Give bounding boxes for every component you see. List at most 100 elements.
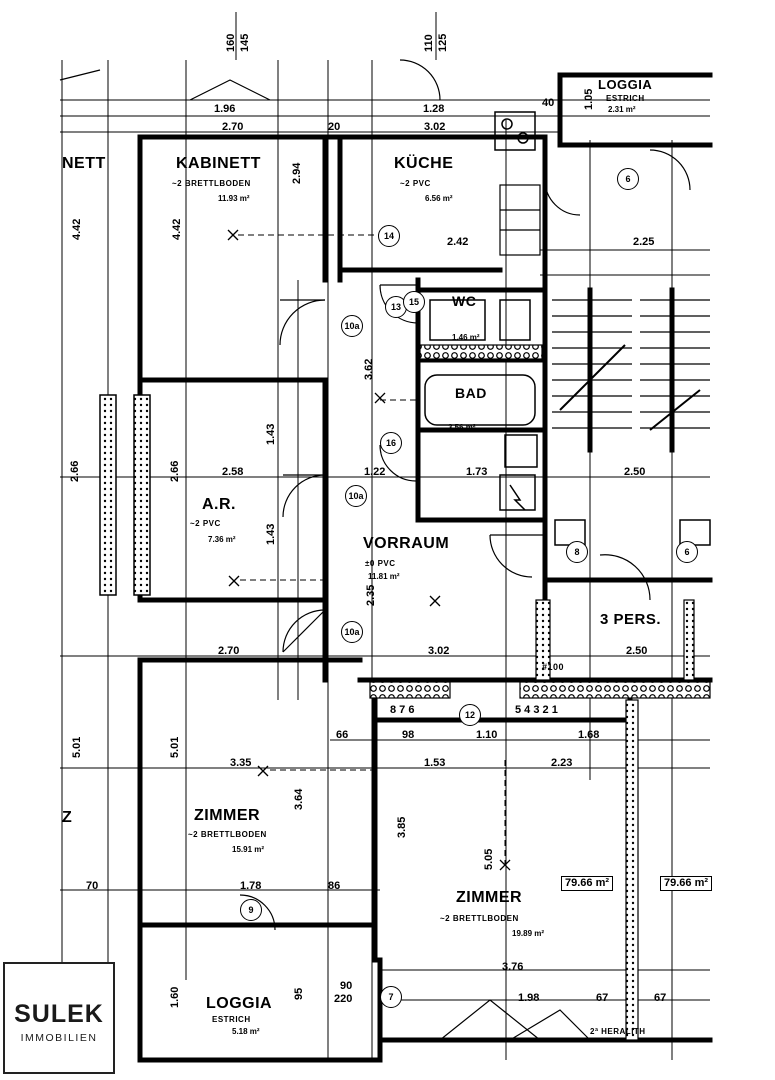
marker-circle: 12 — [459, 704, 481, 726]
zimmer-left-floor: ~2 BRETTLBODEN — [188, 830, 267, 839]
vdim-160: 160 — [225, 33, 237, 52]
dim-steps-54321: 5 4 3 2 1 — [515, 704, 558, 716]
dim-3-35: 3.35 — [230, 757, 252, 769]
dim-2-23: 2.23 — [551, 757, 573, 769]
logo-subtitle: IMMOBILIEN — [20, 1032, 98, 1044]
door-swings — [59, 59, 691, 1041]
vdim-1-43-b: 1.43 — [265, 523, 277, 545]
dim-2-25: 2.25 — [633, 236, 655, 248]
loggia-top-area: 2.31 m² — [608, 105, 636, 114]
vdim-4-42: 4.42 — [171, 218, 183, 240]
vorraum-floor: ±0 PVC — [365, 559, 396, 568]
dim-220: 220 — [334, 993, 353, 1005]
vdim-5-01-a: 5.01 — [71, 736, 83, 758]
dim-40: 40 — [542, 97, 555, 109]
dim-1-28: 1.28 — [423, 103, 445, 115]
dim-98: 98 — [402, 729, 415, 741]
kueche-floor: ~2 PVC — [400, 179, 431, 188]
vdim-3-62: 3.62 — [363, 358, 375, 380]
marker-circle: 16 — [380, 432, 402, 454]
walls — [137, 72, 713, 1063]
dim-1-98: 1.98 — [518, 992, 540, 1004]
vdim-145: 145 — [239, 33, 251, 52]
dim-1-68: 1.68 — [578, 729, 600, 741]
dim-66: 66 — [336, 729, 349, 741]
dim-2-50-a: 2.50 — [624, 466, 646, 478]
vdim-2-94: 2.94 — [291, 162, 303, 184]
kabinett-area: 11.93 m² — [218, 194, 250, 203]
pers-label: 3 PERS. — [600, 611, 662, 628]
vdim-5-01-b: 5.01 — [169, 736, 181, 758]
vdim-2-66-a: 2.66 — [69, 460, 81, 482]
kueche-area: 6.56 m² — [425, 194, 453, 203]
vorraum-name: VORRAUM — [363, 535, 450, 552]
neighbor-total-area: 79.66 m² — [660, 876, 713, 891]
marker-circle: 10a — [341, 315, 363, 337]
bad-name: BAD — [455, 385, 487, 401]
ar-floor: ~2 PVC — [190, 519, 221, 528]
dim-1-96: 1.96 — [214, 103, 236, 115]
dim-1-73: 1.73 — [466, 466, 488, 478]
kueche-name: KÜCHE — [394, 155, 454, 172]
zimmer-left-area: 15.91 m² — [232, 845, 265, 854]
dim-3-76: 3.76 — [502, 961, 524, 973]
marker-circle: 10a — [345, 485, 367, 507]
kabinett-left-name: NETT — [62, 155, 106, 172]
vdim-1-60: 1.60 — [169, 986, 181, 1008]
ar-name: A.R. — [202, 496, 236, 513]
wall-material-note: 2ª HERALITH — [590, 1027, 646, 1036]
zimmer-far-left-name: Z — [62, 809, 73, 826]
dim-2-50-b: 2.50 — [626, 645, 648, 657]
bad-area: 3.56 m² — [448, 423, 476, 432]
logo-title: SULEK — [14, 1000, 104, 1028]
marker-circle: 10a — [341, 621, 363, 643]
loggia-bottom-area: 5.18 m² — [232, 1027, 260, 1036]
zimmer-left-name: ZIMMER — [194, 807, 261, 824]
vdim-95: 95 — [293, 987, 305, 1000]
marker-circle: 14 — [378, 225, 400, 247]
installation-lines — [238, 234, 506, 865]
marker-circle: 7 — [380, 986, 402, 1008]
vdim-125: 125 — [437, 33, 449, 52]
marker-circle: 6 — [676, 541, 698, 563]
dim-2-42: 2.42 — [447, 236, 469, 248]
dim-70: 70 — [86, 880, 99, 892]
dim-steps-876: 8 7 6 — [390, 704, 415, 716]
vdim-3-85: 3.85 — [396, 816, 408, 838]
radiator-note: #100 — [542, 662, 565, 672]
vdim-110: 110 — [423, 34, 435, 52]
apartment-total-area: 79.66 m² — [561, 876, 614, 891]
zimmer-right-floor: ~2 BRETTLBODEN — [440, 914, 519, 923]
dim-67-b: 67 — [654, 992, 667, 1004]
ar-area: 7.36 m² — [208, 535, 236, 544]
dim-2-58: 2.58 — [222, 466, 244, 478]
zimmer-right-area: 19.89 m² — [512, 929, 545, 938]
fixtures — [424, 111, 711, 546]
loggia-top-floor: ESTRICH — [606, 94, 645, 103]
dim-67-a: 67 — [596, 992, 609, 1004]
staircase — [499, 184, 710, 431]
dim-86: 86 — [328, 880, 341, 892]
wc-name: WC — [452, 293, 477, 309]
kabinett-name: KABINETT — [176, 155, 261, 172]
marker-circle: 8 — [566, 541, 588, 563]
vdim-1-43-a: 1.43 — [265, 423, 277, 445]
dim-1-10: 1.10 — [476, 729, 498, 741]
loggia-bottom-name: LOGGIA — [206, 995, 273, 1012]
dim-2-70-top: 2.70 — [222, 121, 244, 133]
insulation-strips — [99, 344, 711, 1041]
vdim-3-64: 3.64 — [293, 788, 305, 810]
vdim-4-42-left: 4.42 — [71, 218, 83, 240]
vdim-2-66-b: 2.66 — [169, 460, 181, 482]
marker-circle: 9 — [240, 899, 262, 921]
dim-3-02-mid: 3.02 — [428, 645, 450, 657]
dim-1-78: 1.78 — [240, 880, 262, 892]
dim-3-02-top: 3.02 — [424, 121, 446, 133]
vdim-2-35: 2.35 — [365, 584, 377, 606]
marker-circle: 15 — [403, 291, 425, 313]
dim-2-70-mid: 2.70 — [218, 645, 240, 657]
marker-circle: 6 — [617, 168, 639, 190]
loggia-bottom-floor: ESTRICH — [212, 1015, 251, 1024]
kabinett-floor: ~2 BRETTLBODEN — [172, 179, 251, 188]
vdim-5-05: 5.05 — [483, 848, 495, 870]
